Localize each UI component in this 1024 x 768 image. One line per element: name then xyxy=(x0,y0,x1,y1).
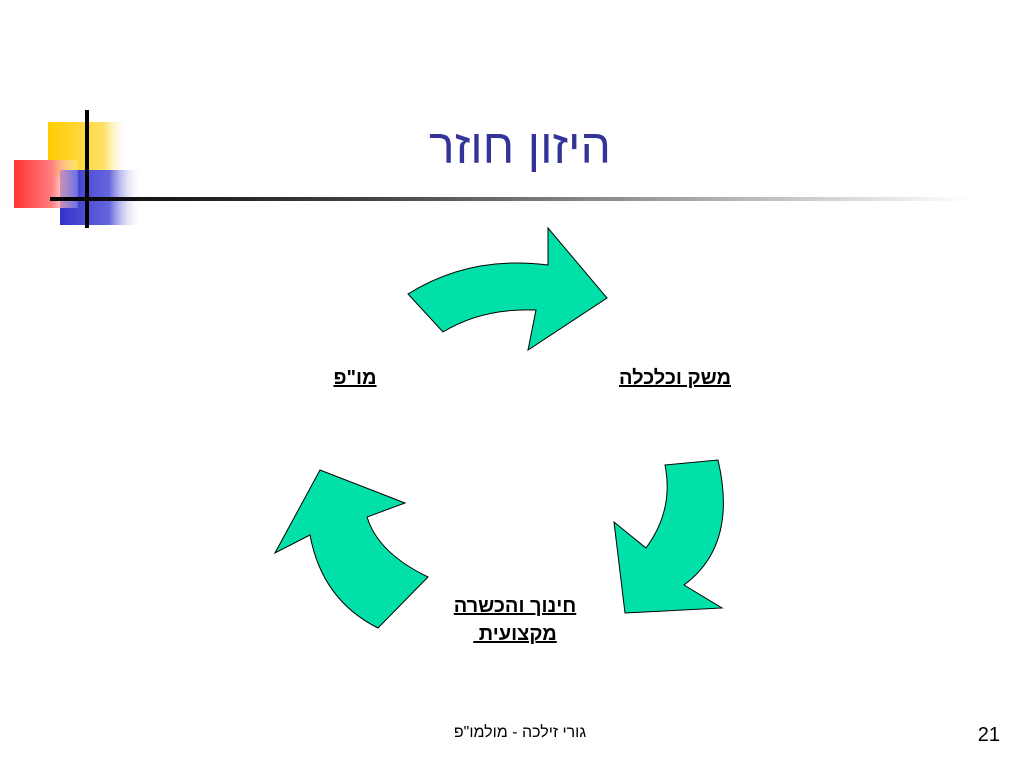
page-number: 21 xyxy=(977,724,1000,746)
curved-arrow-left xyxy=(273,469,429,629)
node-economy-label: משק וכלכלה xyxy=(618,367,731,389)
title-underline-rule xyxy=(50,197,970,201)
vertical-rule xyxy=(85,110,89,228)
node-education-line2: מקצועית xyxy=(473,623,557,645)
node-rnd-label: מו"פ xyxy=(333,367,377,389)
curved-arrow-top xyxy=(407,226,608,352)
slide-footer: גורי זילכה - מולמו"פ xyxy=(453,724,587,741)
slide-title: היזון חוזר xyxy=(429,121,611,174)
corner-decoration xyxy=(14,110,970,228)
node-education-label: חינוך והכשרה מקצועית xyxy=(405,592,625,648)
curved-arrow-right xyxy=(613,459,724,614)
node-education-line1: חינוך והכשרה xyxy=(453,595,577,617)
